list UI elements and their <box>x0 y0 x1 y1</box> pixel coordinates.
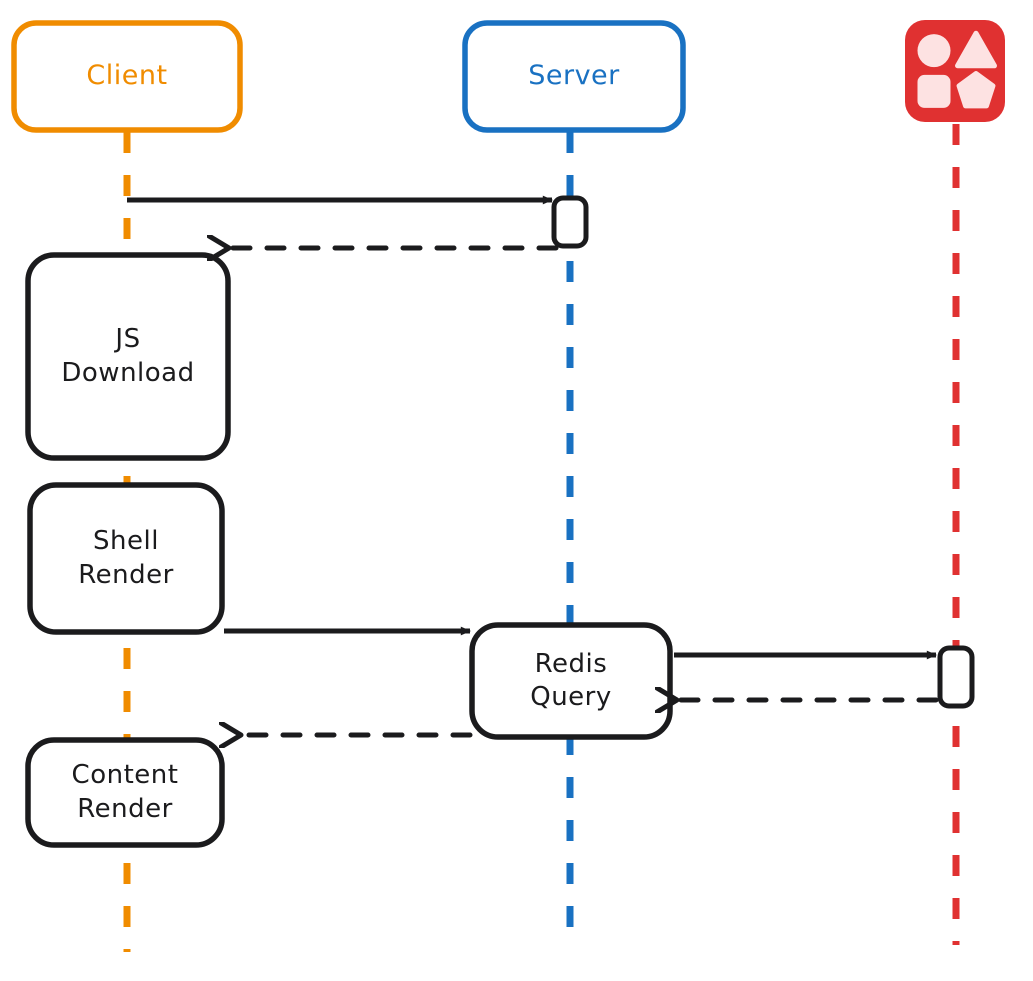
service-icon-pentagon-shape <box>956 71 996 109</box>
actor-box-client[interactable] <box>11 20 243 133</box>
message-arrows-group <box>127 195 939 735</box>
process-node-redis-query[interactable] <box>469 622 673 740</box>
service-icon-triangle-shape <box>955 30 997 69</box>
process-node-content-render[interactable] <box>25 737 225 848</box>
process-nodes-group <box>25 252 673 848</box>
activation-bars-group <box>551 195 975 709</box>
service-activation <box>937 645 975 709</box>
service-icon-square-shape <box>917 74 951 108</box>
process-node-js-download[interactable] <box>25 252 231 461</box>
actor-heads-group <box>11 20 686 133</box>
process-node-shell-render[interactable] <box>27 482 225 635</box>
actor-box-server[interactable] <box>462 20 686 133</box>
service-icon-background <box>905 20 1005 122</box>
server-activation <box>551 195 589 249</box>
service-icon-circle-shape <box>917 34 951 68</box>
shapes-icon[interactable] <box>905 20 1005 122</box>
